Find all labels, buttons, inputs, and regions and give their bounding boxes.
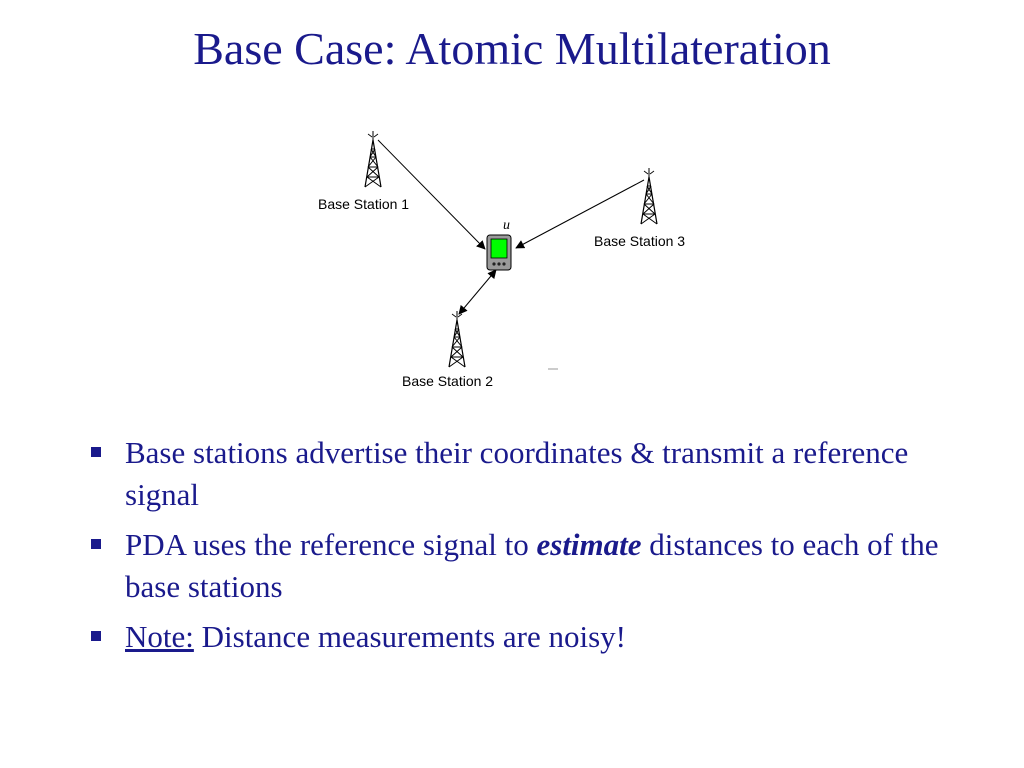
signal-arrow-3: [515, 179, 645, 249]
bullet-text-3-note: Note:: [125, 619, 194, 654]
signal-arrow-2: [458, 269, 497, 315]
bullet-text-3-post: Distance measurements are noisy!: [193, 619, 626, 654]
bullet-item: PDA uses the reference signal to estimat…: [88, 524, 988, 608]
bullet-item: Note: Distance measurements are noisy!: [88, 616, 988, 658]
signal-arrow-1: [377, 139, 486, 250]
bullet-text-2-emphasis: estimate: [536, 527, 642, 562]
bullet-square-icon: [91, 631, 101, 641]
bullet-text-2-post: distances to each of the base stations: [125, 527, 939, 604]
tower-icon: [364, 130, 382, 188]
base-station-3-label: Base Station 3: [594, 233, 685, 249]
base-station-2-label: Base Station 2: [402, 373, 493, 389]
bullet-text-1: Base stations advertise their coordinate…: [125, 435, 909, 512]
device-label: u: [503, 218, 510, 233]
tower-icon: [448, 310, 466, 368]
tower-icon: [640, 167, 658, 225]
slide-title: Base Case: Atomic Multilateration: [193, 23, 831, 74]
bullet-square-icon: [91, 539, 101, 549]
bullet-item: Base stations advertise their coordinate…: [88, 432, 988, 516]
base-station-1-label: Base Station 1: [318, 196, 409, 212]
bullet-list: Base stations advertise their coordinate…: [88, 432, 988, 666]
bullet-text-2-pre: PDA uses the reference signal to: [125, 527, 537, 562]
pda-icon: [486, 234, 512, 271]
bullet-square-icon: [91, 447, 101, 457]
